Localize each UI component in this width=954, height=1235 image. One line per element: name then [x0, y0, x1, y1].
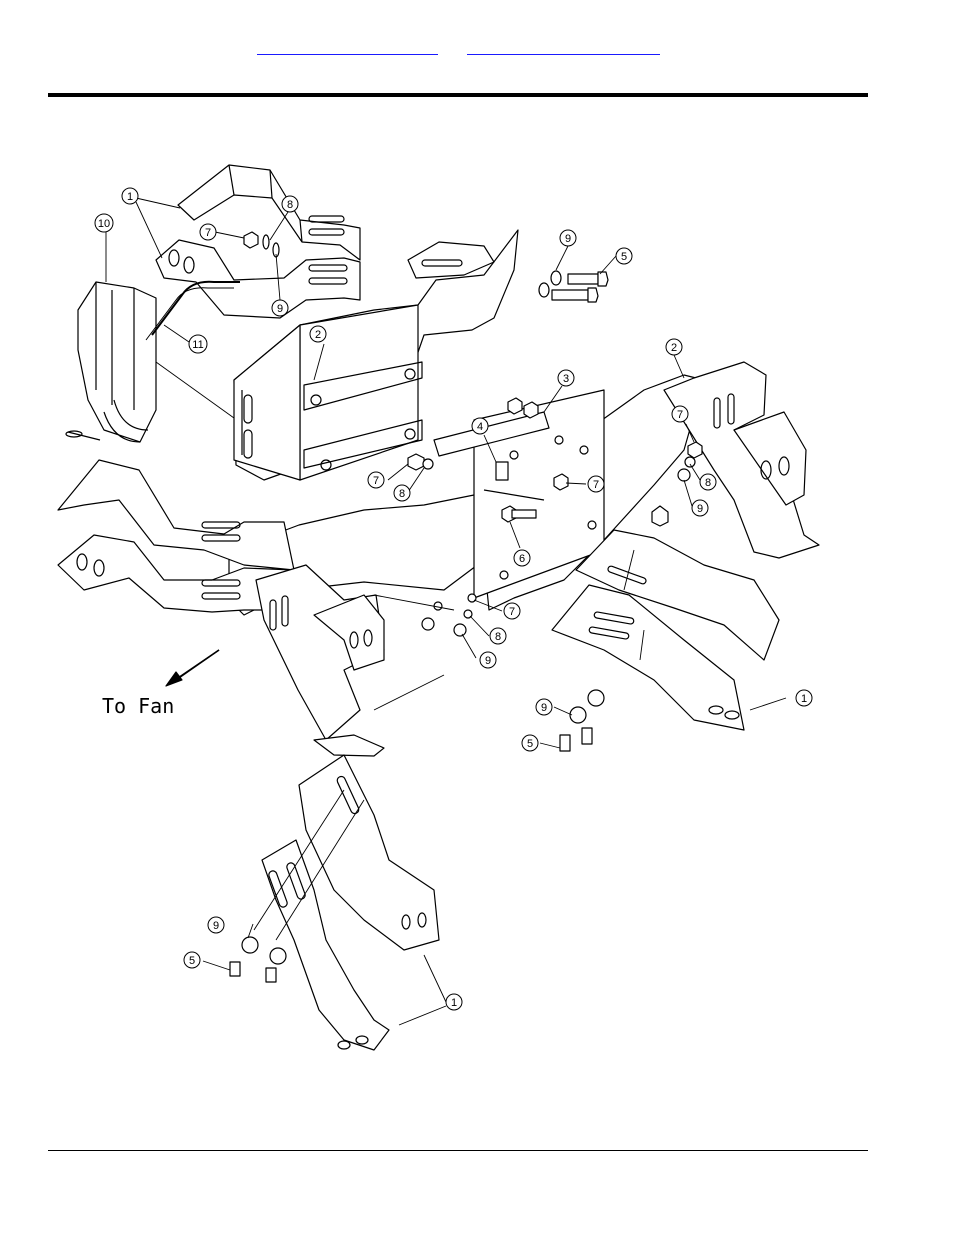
nav-link-2[interactable] — [467, 40, 660, 55]
callout-9e: 9 — [535, 698, 553, 716]
svg-text:9: 9 — [697, 503, 703, 515]
callout-9c: 9 — [691, 499, 709, 517]
svg-text:8: 8 — [495, 631, 501, 643]
svg-text:9: 9 — [485, 655, 491, 667]
callout-8a: 8 — [281, 195, 299, 213]
callout-7a: 7 — [199, 223, 217, 241]
svg-text:8: 8 — [399, 488, 405, 500]
shield-cover — [65, 281, 157, 443]
parts-diagram: To Fan 1 10 7 8 9 11 2 9 5 2 3 4 7 7 8 7… — [44, 150, 834, 1070]
to-fan-label: To Fan — [102, 694, 174, 718]
center-plate — [228, 374, 705, 616]
callout-5a: 5 — [615, 247, 633, 265]
callout-9a: 9 — [271, 299, 289, 317]
svg-text:11: 11 — [192, 339, 203, 351]
svg-text:1: 1 — [127, 191, 133, 203]
callout-2b: 2 — [665, 338, 683, 356]
header-rule — [48, 93, 868, 97]
leader-lines — [105, 197, 787, 1026]
callout-2a: 2 — [309, 325, 327, 343]
top-navigation — [0, 40, 954, 60]
footer-rule — [48, 1150, 868, 1151]
callout-1a: 1 — [121, 187, 139, 205]
bracket-center-lower — [255, 564, 385, 757]
nav-link-1[interactable] — [257, 40, 438, 55]
callout-11: 11 — [188, 334, 208, 354]
callout-6: 6 — [513, 549, 531, 567]
callout-7d: 7 — [587, 475, 605, 493]
callout-7b: 7 — [671, 405, 689, 423]
callout-5c: 5 — [183, 951, 201, 969]
bracket-right-middle — [551, 529, 780, 731]
callouts: 1 10 7 8 9 11 2 9 5 2 3 4 7 7 8 7 8 9 6 … — [94, 187, 813, 1011]
callout-8c: 8 — [699, 473, 717, 491]
svg-text:7: 7 — [593, 479, 599, 491]
svg-text:9: 9 — [565, 233, 571, 245]
svg-text:4: 4 — [477, 421, 483, 433]
callout-8b: 8 — [393, 484, 411, 502]
svg-text:9: 9 — [541, 702, 547, 714]
svg-text:7: 7 — [677, 409, 683, 421]
svg-text:8: 8 — [287, 199, 293, 211]
callout-9f: 9 — [207, 916, 225, 934]
callout-9b: 9 — [559, 229, 577, 247]
callout-5b: 5 — [521, 734, 539, 752]
svg-text:5: 5 — [527, 738, 533, 750]
svg-text:6: 6 — [519, 553, 525, 565]
svg-text:2: 2 — [315, 329, 321, 341]
svg-text:9: 9 — [277, 303, 283, 315]
bracket-bottom — [261, 754, 440, 1051]
rod-hook — [145, 280, 240, 341]
svg-text:7: 7 — [509, 606, 515, 618]
svg-text:10: 10 — [98, 218, 110, 230]
svg-text:2: 2 — [671, 342, 677, 354]
svg-text:8: 8 — [705, 477, 711, 489]
callout-10: 10 — [94, 213, 114, 233]
callout-8d: 8 — [489, 627, 507, 645]
svg-text:7: 7 — [205, 227, 211, 239]
callout-1b: 1 — [795, 689, 813, 707]
callout-1c: 1 — [445, 993, 463, 1011]
callout-4: 4 — [471, 417, 489, 435]
svg-text:7: 7 — [373, 475, 379, 487]
svg-text:9: 9 — [213, 920, 219, 932]
callout-7c: 7 — [367, 471, 385, 489]
svg-text:5: 5 — [189, 955, 195, 967]
bracket-left-lower — [57, 459, 295, 613]
bracket-right-upper — [663, 361, 820, 559]
bracket-top-left — [155, 164, 361, 319]
svg-text:5: 5 — [621, 251, 627, 263]
svg-text:1: 1 — [801, 693, 807, 705]
callout-9d: 9 — [479, 651, 497, 669]
svg-text:3: 3 — [563, 373, 569, 385]
upper-mount-plate — [233, 229, 519, 481]
to-fan-arrow — [165, 649, 220, 687]
callout-7e: 7 — [503, 602, 521, 620]
svg-text:1: 1 — [451, 997, 457, 1009]
callout-3: 3 — [557, 369, 575, 387]
